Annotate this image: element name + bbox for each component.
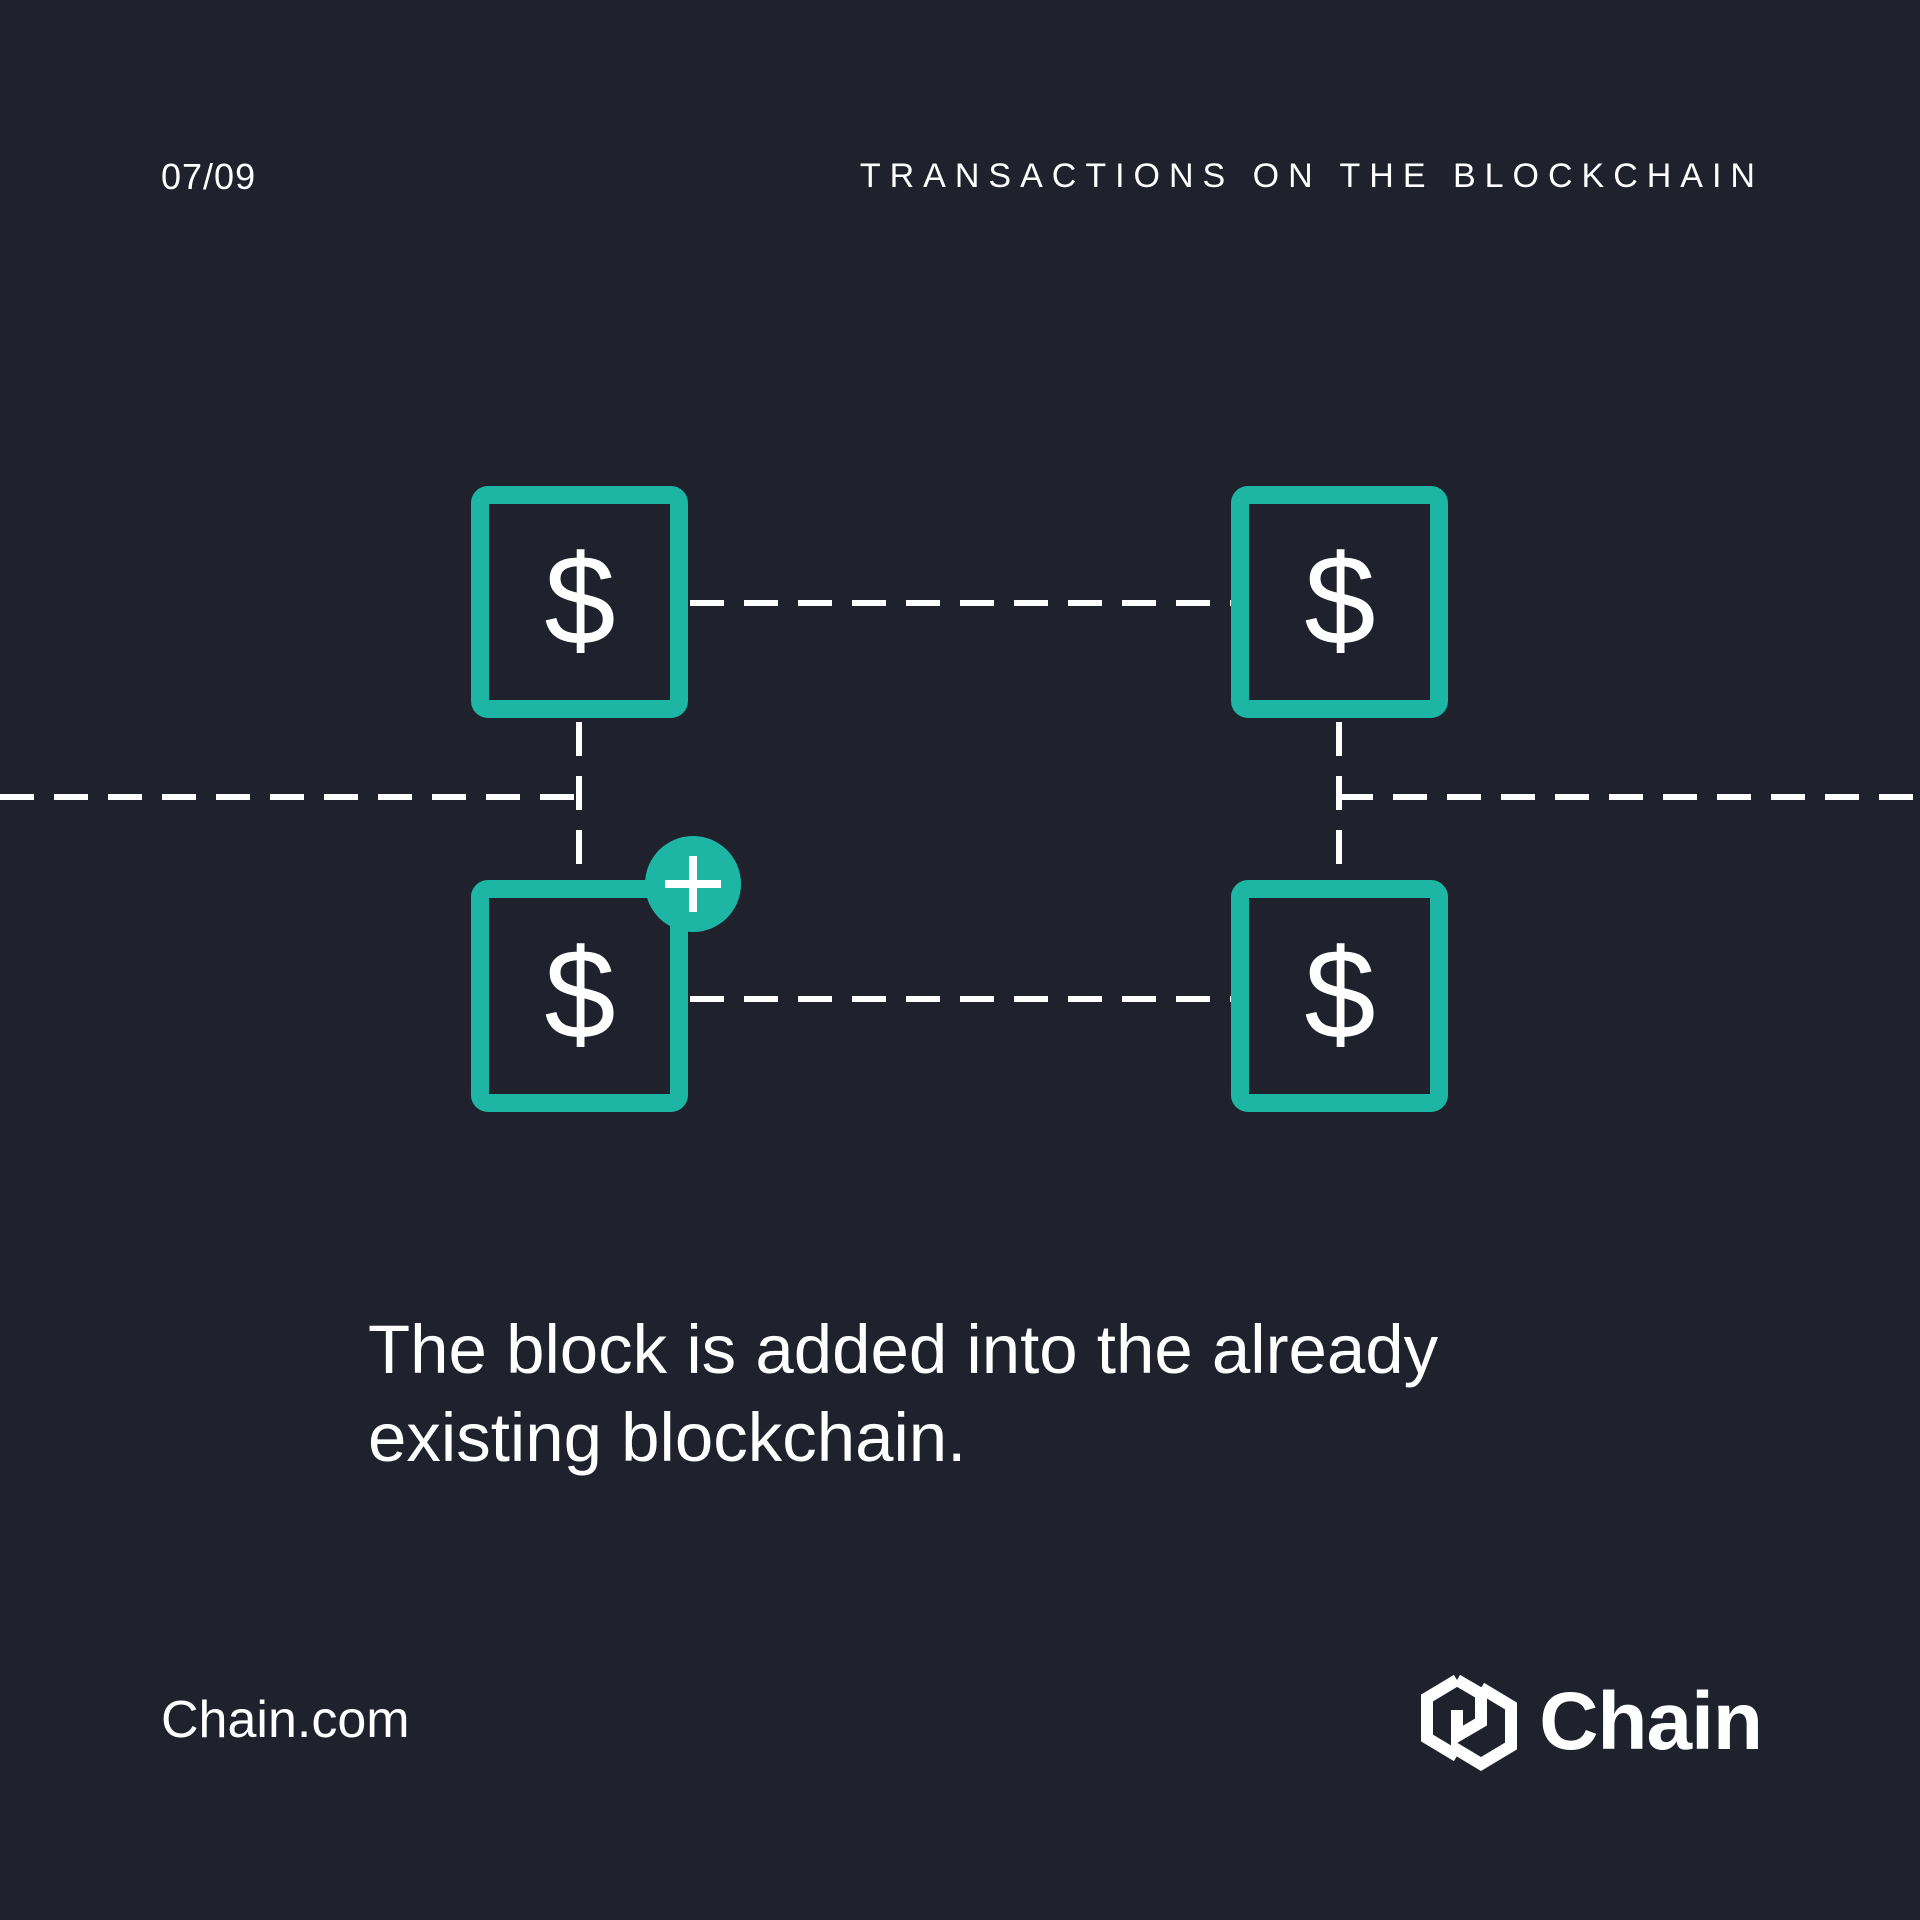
brand-logo: Chain xyxy=(1417,1672,1763,1772)
caption-line-1: The block is added into the already xyxy=(368,1311,1439,1388)
block-top-left: $ xyxy=(471,486,688,718)
site-link[interactable]: Chain.com xyxy=(161,1691,410,1749)
series-title: TRANSACTIONS ON THE BLOCKCHAIN xyxy=(859,157,1764,195)
block-bottom-left-new: $ xyxy=(471,880,688,1112)
block-bottom-right: $ xyxy=(1231,880,1448,1112)
caption: The block is added into the already exis… xyxy=(368,1306,1618,1482)
dollar-icon: $ xyxy=(1304,529,1375,672)
dollar-icon: $ xyxy=(544,529,615,672)
dollar-icon: $ xyxy=(1304,923,1375,1066)
brand-wordmark: Chain xyxy=(1539,1676,1763,1767)
caption-line-2: existing blockchain. xyxy=(368,1399,967,1476)
plus-icon xyxy=(645,836,741,932)
block-top-right: $ xyxy=(1231,486,1448,718)
page-counter: 07/09 xyxy=(161,156,257,197)
chain-hexagon-logo-icon xyxy=(1421,1674,1518,1771)
dollar-icon: $ xyxy=(544,923,615,1066)
